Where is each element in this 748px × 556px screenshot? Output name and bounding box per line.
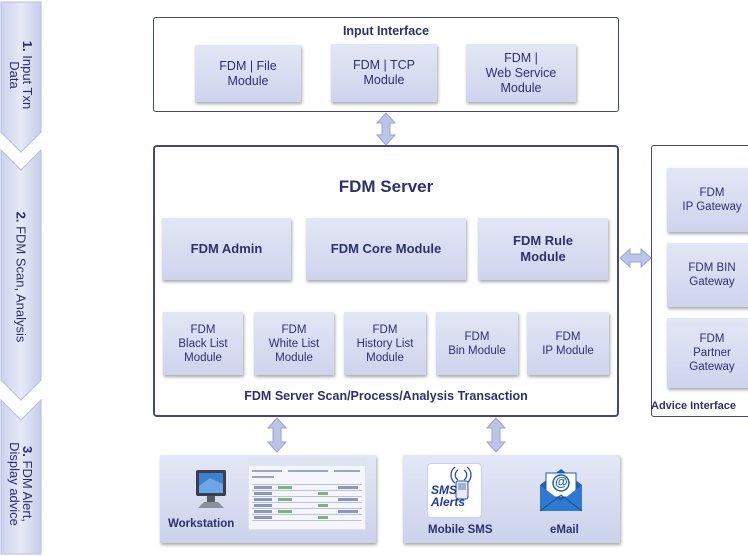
workstation-label: Workstation — [168, 518, 235, 530]
fdm-admin-box: FDM Admin — [162, 218, 291, 280]
fdm-server-footer: FDM Server Scan/Process/Analysis Transac… — [244, 389, 528, 403]
fdm-server-title: FDM Server — [338, 177, 434, 196]
advice-interface-title: Advice Interface — [651, 400, 736, 412]
arrow-server-advice — [619, 247, 652, 269]
step-chevrons — [0, 1, 42, 555]
monitor-icon — [196, 470, 226, 508]
step-1-chevron — [0, 1, 42, 153]
email-label: eMail — [550, 524, 579, 536]
step-2-chevron — [0, 148, 42, 401]
arrow-input-server — [375, 112, 397, 146]
spreadsheet-screenshot-icon — [248, 458, 366, 530]
fdm-core-module-box: FDM Core Module — [306, 218, 466, 280]
email-envelope-icon — [539, 469, 583, 512]
email-at-symbol: @ — [555, 474, 568, 489]
input-interface-title: Input Interface — [342, 24, 430, 38]
arrow-server-alerts — [485, 417, 507, 453]
arrow-server-workstation — [266, 417, 288, 453]
mobile-sms-label: Mobile SMS — [428, 524, 493, 536]
step-3-chevron — [0, 398, 42, 555]
